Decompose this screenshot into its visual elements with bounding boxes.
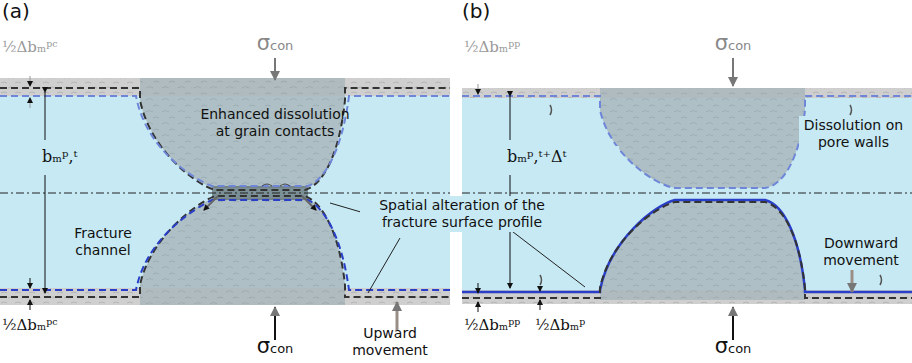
stress-label: σcon: [713, 335, 753, 360]
dimension: ½Δbₘᵖᵖ: [464, 38, 554, 56]
note: Fracture channel: [58, 225, 148, 259]
note: Upward movement: [340, 325, 440, 359]
note: Spatial alteration of the fracture surfa…: [360, 196, 564, 232]
note: Enhanced dissolution at grain contacts: [195, 106, 355, 140]
dimension: bₘᵖ,ᵗ⁺Δᵗ: [505, 146, 619, 167]
note: Downward movement: [814, 234, 908, 270]
dimension: ½Δbₘᵖᶜ: [2, 38, 92, 56]
stress-label: σcon: [255, 335, 295, 360]
dimension: ½Δbₘᵖ: [535, 316, 605, 334]
dimension: bₘᵖ,ᵗ: [40, 146, 134, 167]
dimension: ½Δbₘᵖᶜ: [2, 316, 92, 334]
stress-label: σcon: [255, 32, 295, 57]
stress-label: σcon: [713, 32, 753, 57]
panel-letter: (a): [2, 0, 52, 23]
dimension: ½Δbₘᵖᵖ: [464, 316, 544, 334]
note: Dissolution on pore walls: [799, 116, 908, 152]
panel-letter: (b): [462, 0, 512, 23]
